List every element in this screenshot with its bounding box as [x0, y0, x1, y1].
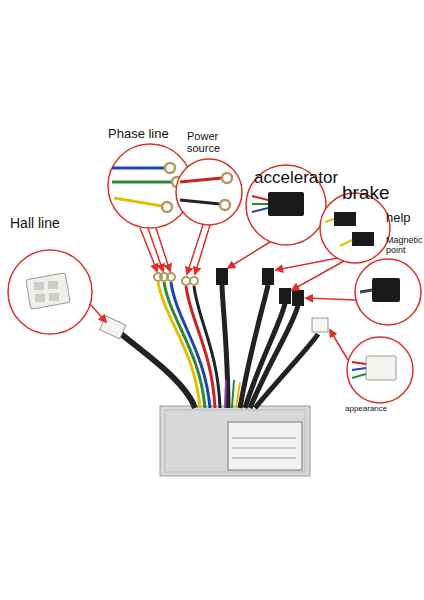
wire [252, 208, 268, 212]
pointer-arrow [228, 242, 270, 268]
brake-connector-photo [334, 212, 356, 226]
hall-connector-photo [26, 273, 71, 309]
wire [180, 178, 222, 182]
wire [112, 181, 172, 184]
callout-label: appearance [345, 405, 415, 414]
wire [352, 362, 366, 364]
wire [236, 382, 240, 408]
pas-connector-photo [372, 278, 400, 302]
plate-line [232, 448, 296, 449]
plate-line [232, 438, 296, 439]
wire [232, 380, 234, 408]
pas-connector [292, 290, 304, 306]
power-wire-black [194, 286, 220, 408]
pin [34, 282, 44, 290]
pin [35, 294, 45, 302]
plate-line [232, 458, 296, 459]
display-connector [312, 318, 328, 332]
ring-terminal [162, 202, 172, 212]
wire [252, 203, 268, 205]
callout-circle [355, 259, 421, 325]
wire [360, 290, 372, 292]
pointer-arrow [148, 228, 163, 271]
callout-label: Magnetic point [386, 236, 424, 256]
callout-label: Power source [187, 130, 235, 154]
pointer-arrow [276, 258, 338, 270]
ring-terminal [165, 163, 175, 173]
callout-label: Hall line [10, 216, 90, 231]
callout-label: Phase line [108, 127, 188, 141]
callout-circle [8, 250, 92, 334]
brake-cable [245, 303, 285, 408]
pointer-arrow [156, 228, 170, 271]
wire [112, 167, 165, 170]
pas-cable [250, 305, 298, 408]
callout-circle [176, 159, 242, 225]
pointer-arrow [195, 225, 210, 274]
phase-wire-green [164, 282, 205, 408]
ring-terminal [220, 200, 230, 210]
controller-ribs [165, 410, 305, 472]
wire [252, 196, 268, 200]
brake-cable [240, 285, 268, 408]
wire [325, 219, 334, 222]
throttle-connector-photo [268, 192, 304, 216]
throttle-connector [216, 268, 228, 285]
controller-box [160, 406, 310, 476]
pin [49, 293, 59, 301]
brake-connector-photo [352, 232, 374, 246]
brake-connector [279, 288, 291, 304]
brake-connector [262, 268, 274, 285]
pointer-arrow [330, 330, 348, 360]
rating-plate [228, 422, 302, 470]
ring-terminal [167, 273, 175, 281]
callout-label: brake [342, 183, 422, 204]
wire [114, 198, 162, 206]
wire [340, 240, 352, 246]
wire [180, 200, 220, 204]
wire [352, 368, 366, 370]
pin [48, 281, 58, 289]
display-cable [255, 334, 318, 408]
callout-label: help [386, 211, 424, 225]
ring-terminal [190, 277, 198, 285]
pointer-arrow [90, 304, 106, 322]
callout-circle [320, 193, 390, 263]
display-connector-photo [366, 356, 396, 380]
throttle-cable [222, 284, 228, 408]
pointer-arrow [140, 228, 157, 271]
pointer-arrow [187, 225, 203, 274]
ring-terminal [222, 173, 232, 183]
pointer-arrow [292, 261, 344, 290]
wire [225, 380, 226, 408]
wire [352, 374, 366, 378]
pointer-arrow [306, 298, 356, 300]
ring-terminal [182, 277, 190, 285]
callout-circle [347, 337, 413, 403]
